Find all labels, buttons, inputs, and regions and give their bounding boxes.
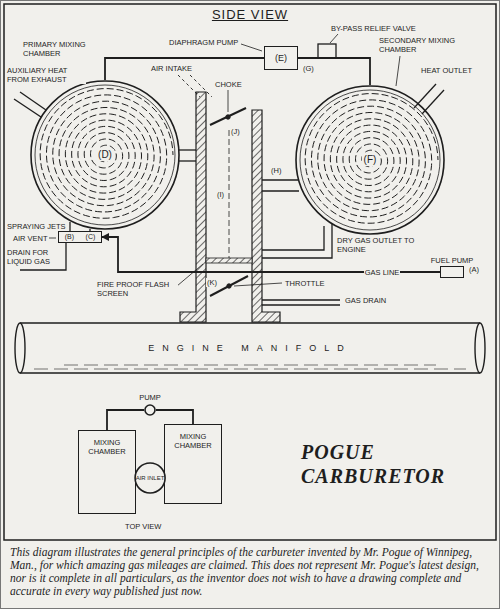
fuel-pump: FUEL PUMP (440, 266, 464, 278)
callout-letter: (I) (216, 190, 225, 199)
primary-mixing-chamber: (D) (30, 80, 180, 230)
node-text: (B) (65, 233, 74, 241)
pipe-line (298, 58, 370, 85)
part-label: CHOKE (214, 80, 243, 89)
throttle-valve (210, 276, 282, 296)
node-text: MIXING CHAMBER (79, 439, 135, 456)
mixing-chamber-top-view: MIXING CHAMBER (164, 424, 222, 504)
node-text: AIR INLET (136, 475, 165, 482)
diaphragm-pump: (E) (264, 46, 298, 70)
callout-letter: (H) (270, 166, 282, 175)
node-text: (F) (362, 154, 379, 166)
mixing-chamber-top-view: MIXING CHAMBER (78, 430, 136, 514)
callout-letter: (G) (302, 64, 315, 73)
part-label: SECONDARY MIXING CHAMBER (378, 36, 485, 54)
spraying-jets: (B) (C) (58, 231, 102, 243)
part-label: GAS DRAIN (344, 296, 387, 305)
part-label: BY-PASS RELIEF VALVE (330, 24, 417, 33)
pump-symbol: PUMP (144, 404, 156, 416)
part-label: SPRAYING JETS (6, 222, 67, 231)
part-label: THROTTLE (284, 279, 326, 288)
part-label: DRY GAS OUTLET TO ENGINE (336, 236, 418, 254)
part-label: AUXILIARY HEAT FROM EXHAUST (6, 66, 86, 84)
carburetor-tube (180, 92, 280, 322)
node-text: (C) (86, 233, 96, 241)
choke-valve (210, 90, 246, 125)
part-label: HEAT OUTLET (420, 66, 473, 75)
figure-caption: This diagram illustrates the general pri… (10, 546, 490, 598)
callout-letter: (J) (230, 127, 241, 136)
edge-label: GAS LINE (364, 268, 401, 277)
pipe-line (105, 58, 264, 80)
air-inlet: AIR INLET (126, 462, 174, 494)
secondary-mixing-chamber: (F) (295, 85, 445, 235)
part-label: AIR VENT (12, 234, 49, 243)
part-heading: PUMP (139, 394, 161, 402)
view-title: SIDE VIEW (0, 7, 500, 22)
leader-lines (49, 44, 400, 238)
callout-letter: (A) (468, 265, 480, 274)
view-title: SIDE VIEW (209, 7, 291, 22)
part-label: DRAIN FOR LIQUID GAS (6, 248, 63, 266)
relief-valve (318, 34, 338, 58)
engine-manifold: ENGINE MANIFOLD (14, 322, 486, 374)
node-text: ENGINE MANIFOLD (148, 343, 352, 353)
callout-letter: (K) (206, 278, 218, 287)
part-label: AIR INTAKE (150, 64, 193, 73)
node-text: (D) (96, 149, 114, 161)
pipe-line (156, 410, 193, 424)
part-label: DIAPHRAGM PUMP (168, 38, 239, 47)
pump-symbol-outline (144, 404, 156, 416)
part-label: TOP VIEW (124, 522, 162, 531)
part-label: FIRE PROOF FLASH SCREEN (96, 280, 178, 298)
part-heading: FUEL PUMP (431, 257, 474, 265)
logo-title: POGUE CARBURETOR (300, 440, 462, 488)
node-text: (E) (275, 53, 287, 63)
pipe-line (107, 410, 144, 430)
part-label: PRIMARY MIXING CHAMBER (22, 40, 104, 58)
air-flow (178, 75, 212, 97)
node-text: MIXING CHAMBER (165, 433, 221, 450)
pipes (14, 84, 444, 305)
